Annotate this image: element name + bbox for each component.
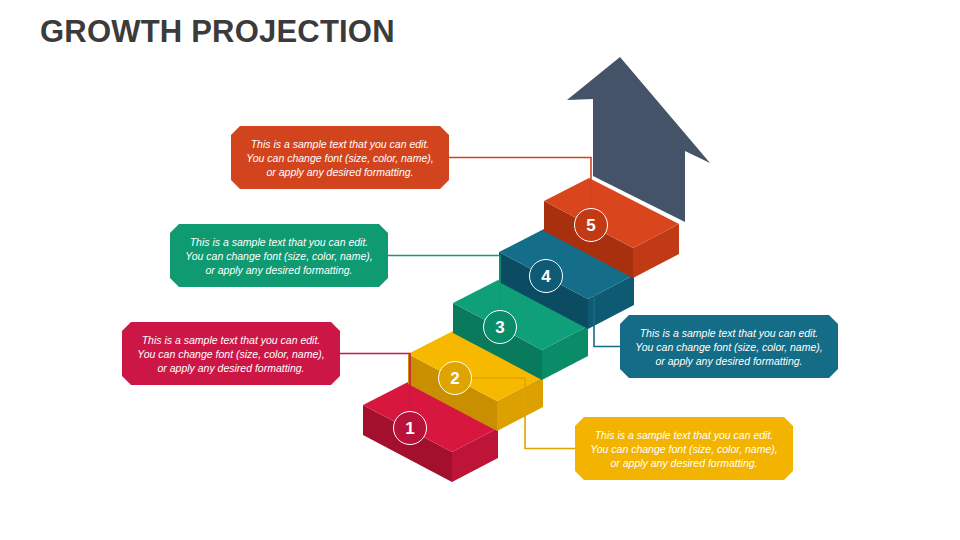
step-number: 3 bbox=[495, 319, 504, 336]
callout-outline bbox=[575, 417, 793, 480]
step-number: 1 bbox=[405, 420, 414, 437]
step-number-circle: 3 bbox=[483, 310, 517, 344]
step-number-circle: 5 bbox=[574, 208, 608, 242]
text-callout: This is a sample text that you can edit.… bbox=[575, 417, 793, 480]
callout-text-wrap: This is a sample text that you can edit.… bbox=[630, 326, 828, 368]
leader-line bbox=[563, 276, 620, 347]
step bbox=[544, 178, 679, 278]
callout-outline bbox=[231, 126, 449, 189]
callout-text: This is a sample text that you can edit.… bbox=[585, 428, 783, 470]
callout-text-wrap: This is a sample text that you can edit.… bbox=[585, 428, 783, 470]
leader-line bbox=[449, 158, 591, 209]
step-number: 2 bbox=[450, 370, 459, 387]
text-callout: This is a sample text that you can edit.… bbox=[620, 315, 838, 378]
callout-text: This is a sample text that you can edit.… bbox=[630, 326, 828, 368]
step-number-circle: 2 bbox=[438, 361, 472, 395]
callout-outline bbox=[170, 224, 388, 287]
text-callout: This is a sample text that you can edit.… bbox=[122, 322, 340, 385]
text-callout: This is a sample text that you can edit.… bbox=[170, 224, 388, 287]
callout-text: This is a sample text that you can edit.… bbox=[132, 333, 330, 375]
leader-line bbox=[388, 256, 500, 311]
step-number-circle: 4 bbox=[529, 259, 563, 293]
leader-line bbox=[472, 378, 575, 449]
text-callout: This is a sample text that you can edit.… bbox=[231, 126, 449, 189]
callout-outline bbox=[122, 322, 340, 385]
step-number: 5 bbox=[586, 217, 595, 234]
slide-title: GROWTH PROJECTION bbox=[40, 14, 395, 50]
step-number: 4 bbox=[541, 268, 550, 285]
leader-line bbox=[340, 354, 410, 412]
callout-text: This is a sample text that you can edit.… bbox=[241, 137, 439, 179]
callout-text-wrap: This is a sample text that you can edit.… bbox=[241, 137, 439, 179]
callout-text: This is a sample text that you can edit.… bbox=[180, 235, 378, 277]
step-number-circle: 1 bbox=[393, 411, 427, 445]
callout-outline bbox=[620, 315, 838, 378]
callout-text-wrap: This is a sample text that you can edit.… bbox=[132, 333, 330, 375]
callout-text-wrap: This is a sample text that you can edit.… bbox=[180, 235, 378, 277]
